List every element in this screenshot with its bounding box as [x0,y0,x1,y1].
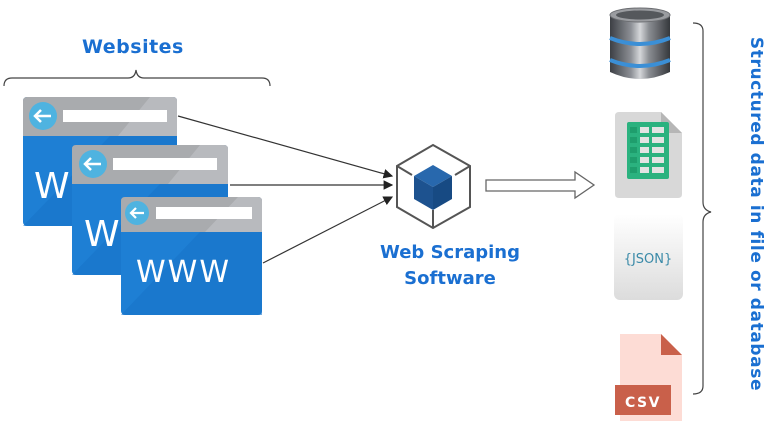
window-text: W [34,166,70,207]
csv-label: CSV [625,395,661,411]
structured-data-label-container: Structured data in file or database [742,0,770,427]
output-bracket [692,22,712,395]
software-label-line2: Software [404,268,496,289]
structured-data-label: Structured data in file or database [746,36,766,391]
output-arrow [485,170,596,200]
web-scraping-software-label: Web Scraping Software [355,240,545,292]
connector-arrow-1 [177,115,394,179]
spreadsheet-file-icon [615,112,682,198]
database-icon [609,7,671,79]
software-cube-icon [396,143,471,230]
window-text: W [84,214,120,255]
json-file-icon: {JSON} [614,214,683,300]
json-label: {JSON} [624,252,673,267]
connector-arrow-3 [262,196,394,264]
window-text: WWW [136,255,231,290]
csv-file-icon: CSV [615,334,682,421]
software-label-line1: Web Scraping [380,242,520,263]
browser-window-3: WWW [121,197,262,315]
websites-label: Websites [82,36,184,58]
websites-bracket [3,69,271,87]
